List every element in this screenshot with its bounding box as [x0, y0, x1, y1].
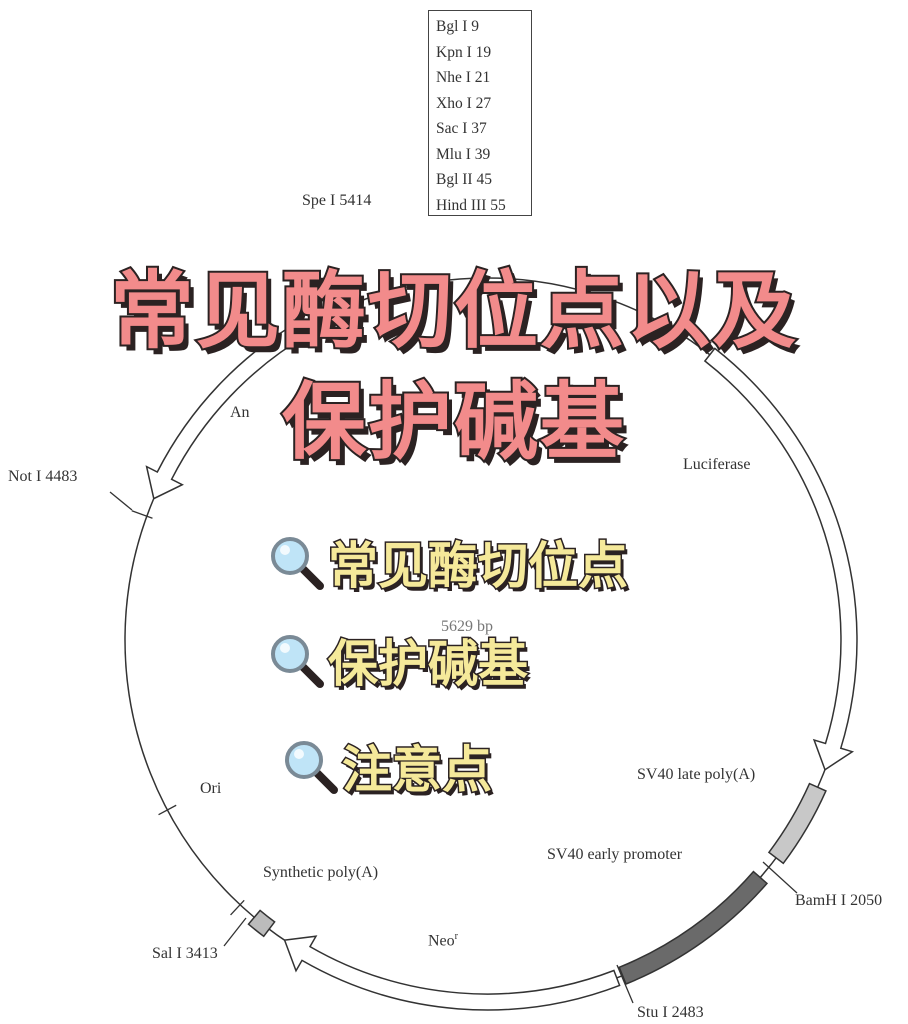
neo-text: Neo [428, 932, 455, 950]
neo-label: Neor [428, 931, 458, 950]
sal-callout-line [223, 917, 247, 947]
luciferase-label: Luciferase [683, 456, 751, 473]
neo-superscript: r [454, 931, 458, 942]
stu-callout-line [616, 964, 634, 1004]
sv40-early-promoter-box [618, 870, 769, 985]
plasmid-size-label: 5629 bp [441, 618, 493, 635]
amp-label: An [230, 404, 250, 421]
enzyme-site: Xho I 27 [436, 94, 492, 112]
title-line-2: 保护碱基 [280, 371, 626, 473]
enzyme-site-list: Bgl I 9 Kpn I 19 Nhe I 21 Xho I 27 Sac I… [428, 10, 532, 216]
enzyme-site: Bgl I 9 [436, 18, 480, 35]
sv40-late-polya-label: SV40 late poly(A) [637, 766, 756, 783]
synthetic-polya-box [247, 909, 276, 938]
not-callout-line [109, 491, 133, 511]
sv40-early-promoter-label: SV40 early promoter [547, 846, 683, 863]
bullet-item: 常见酶切位点 [268, 526, 630, 598]
title-line-1: 常见酶切位点以及 [108, 260, 798, 362]
sal-site-tick [230, 899, 245, 916]
sv40-late-polya-box [767, 782, 827, 865]
magnifier-icon [285, 741, 338, 794]
magnifier-icon [271, 635, 324, 688]
enzyme-site: Mlu I 39 [436, 145, 491, 163]
enzyme-site: Sac I 37 [436, 120, 487, 137]
bullet-text: 常见酶切位点 [327, 536, 630, 597]
bamh-site-label: BamH I 2050 [795, 892, 883, 909]
synthetic-polya-label: Synthetic poly(A) [263, 864, 379, 881]
bamh-callout-line [762, 861, 798, 894]
enzyme-site: Bgl II 45 [436, 171, 492, 188]
bullet-item: 注意点 [282, 730, 494, 802]
neo-arrow [283, 935, 621, 1011]
enzyme-site: Kpn I 19 [436, 43, 492, 61]
luciferase-arrow [703, 347, 858, 771]
magnifier-icon [271, 537, 324, 590]
not-site-label: Not I 4483 [8, 468, 78, 485]
enzyme-site: Hind III 55 [436, 196, 506, 214]
not-site-tick [131, 510, 153, 519]
enzyme-site: Nhe I 21 [436, 69, 491, 86]
bullet-text: 保护碱基 [327, 634, 530, 695]
spe-site-label: Spe I 5414 [302, 192, 372, 209]
bullet-text: 注意点 [341, 740, 494, 801]
ori-label: Ori [200, 780, 222, 797]
ampicillin-arrow [145, 318, 312, 500]
ori-tick [158, 804, 177, 816]
stu-site-label: Stu I 2483 [637, 1004, 704, 1021]
bullet-item: 保护碱基 [268, 624, 530, 696]
sal-site-label: Sal I 3413 [152, 945, 218, 962]
